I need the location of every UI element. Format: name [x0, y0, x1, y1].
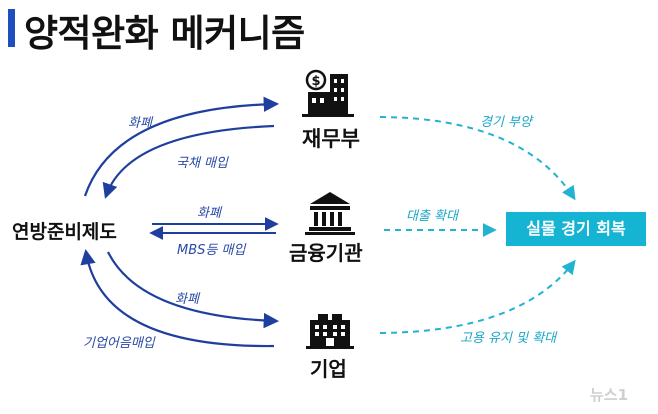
financial-node-label: 금융기관: [289, 241, 363, 265]
title-accent-bar: [8, 9, 15, 47]
flow-label-fed-to-financial: 화폐: [197, 206, 221, 221]
fed-node-label: 연방준비제도: [12, 221, 117, 243]
building-dollar-icon: $: [302, 69, 354, 117]
office-building-icon: [306, 314, 354, 349]
company-node-label: 기업: [310, 357, 347, 381]
flow-label-treasury-to-fed: 국채 매입: [176, 156, 228, 171]
flow-label-company-to-fed: 기업어음매입: [83, 336, 155, 351]
flow-label-fed-to-treasury: 화폐: [128, 116, 152, 131]
arrow-treasury-to-fed: [102, 124, 275, 199]
arrow-fed-to-company: [107, 251, 280, 329]
bank-icon: [305, 192, 355, 235]
watermark-logo: 뉴스1: [590, 386, 629, 404]
flow-label-financial-to-result: 대출 확대: [406, 209, 458, 224]
arrow-company-to-result: [379, 259, 576, 334]
flow-label-treasury-to-result: 경기 부양: [480, 115, 532, 130]
svg-text:$: $: [311, 74, 320, 89]
flow-label-fed-to-company: 화폐: [175, 292, 199, 307]
flow-label-company-to-result: 고용 유지 및 확대: [460, 331, 557, 346]
arrow-company-to-fed: [80, 248, 275, 348]
flow-label-financial-to-fed: MBS등 매입: [177, 243, 246, 258]
arrow-fed-to-treasury: [83, 96, 280, 197]
treasury-node-label: 재무부: [302, 127, 360, 151]
result-box: 실물 경기 회복: [506, 212, 646, 246]
arrow-treasury-to-result: [379, 116, 576, 201]
diagram-title: 양적완화 메커니즘: [24, 12, 305, 55]
